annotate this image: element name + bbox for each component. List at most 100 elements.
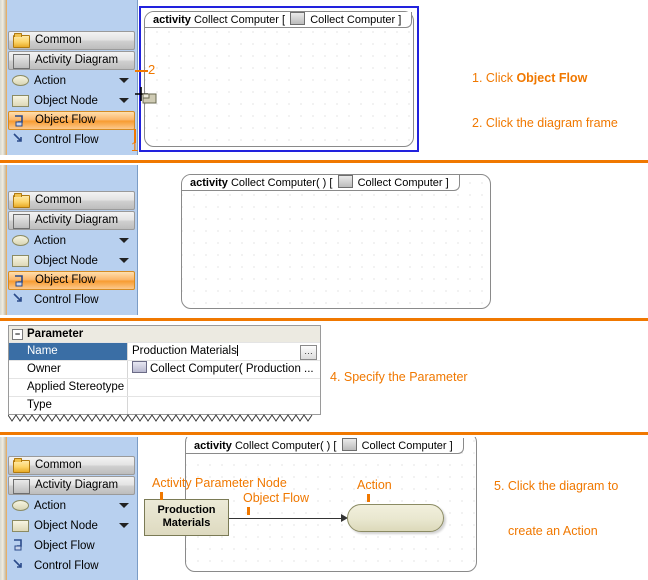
chevron-down-icon[interactable]	[119, 258, 129, 263]
action-shape[interactable]	[347, 504, 444, 532]
annotation-text: 4. Specify the Parameter	[330, 370, 468, 384]
palette-item-activity-diagram[interactable]: Activity Diagram	[8, 476, 135, 495]
browse-button[interactable]: …	[300, 345, 317, 360]
activity-diagram-frame-2[interactable]: activity Collect Computer( ) [ Collect C…	[181, 174, 491, 309]
palette-item-object-flow[interactable]: Object Flow	[8, 271, 135, 290]
palette-item-control-flow[interactable]: Control Flow	[8, 290, 135, 310]
palette-item-label: Activity Diagram	[35, 54, 119, 66]
parameter-node-label-line2: Materials	[162, 517, 211, 529]
palette-rail	[0, 437, 7, 580]
table-row[interactable]: Owner Collect Computer( Production ...	[9, 361, 320, 379]
frame-keyword: activity	[153, 14, 191, 26]
table-title: Parameter	[27, 328, 84, 340]
parameter-property-table[interactable]: − Parameter Name Production Materials … …	[8, 325, 321, 415]
palette-item-activity-diagram[interactable]: Activity Diagram	[8, 51, 135, 70]
callout-tick	[160, 492, 163, 500]
palette-item-common[interactable]: Common	[8, 31, 135, 50]
folder-icon	[13, 458, 30, 473]
control-flow-icon	[12, 292, 29, 307]
chevron-down-icon[interactable]	[119, 503, 129, 508]
palette-toolbar-1[interactable]: Common Activity Diagram Action Object No…	[0, 0, 138, 155]
palette-item-activity-diagram[interactable]: Activity Diagram	[8, 211, 135, 230]
diagram-selection-border	[139, 6, 419, 152]
activity-diagram-icon	[337, 175, 353, 188]
step-number-1: 1	[131, 139, 139, 154]
callout-object-flow: Object Flow	[243, 491, 309, 505]
palette-item-control-flow[interactable]: Control Flow	[8, 556, 135, 576]
activity-diagram-frame-3[interactable]: activity Collect Computer( ) [ Collect C…	[185, 437, 477, 572]
property-value-applied-stereotype[interactable]	[129, 379, 320, 396]
palette-item-object-node[interactable]: Object Node	[8, 91, 135, 111]
panel-divider-3	[0, 432, 648, 435]
panel-step-1-2: Common Activity Diagram Action Object No…	[0, 0, 648, 155]
property-value-type[interactable]	[129, 397, 320, 414]
frame-header-3: activity Collect Computer( ) [ Collect C…	[186, 438, 464, 454]
panel-step-3: Common Activity Diagram Action Object No…	[0, 165, 648, 315]
annotation-step-4: 4. Specify the Parameter	[330, 340, 468, 415]
chevron-down-icon[interactable]	[119, 238, 129, 243]
palette-toolbar-3[interactable]: Common Activity Diagram Action Object No…	[0, 437, 138, 580]
activity-diagram-icon	[13, 54, 30, 69]
collapse-icon[interactable]: −	[12, 329, 23, 340]
activity-diagram-icon	[341, 438, 357, 451]
chevron-down-icon[interactable]	[119, 78, 129, 83]
palette-item-label: Object Node	[34, 520, 98, 532]
palette-item-common[interactable]: Common	[8, 456, 135, 475]
panel-step-4: − Parameter Name Production Materials … …	[0, 322, 648, 430]
property-value-owner[interactable]: Collect Computer( Production ...	[129, 361, 320, 378]
frame-keyword: activity	[194, 440, 232, 452]
palette-item-common[interactable]: Common	[8, 191, 135, 210]
annotation-text: 5. Click the diagram to	[494, 479, 619, 493]
palette-item-object-flow[interactable]: Object Flow	[8, 111, 135, 130]
property-name: Owner	[9, 361, 128, 378]
table-row[interactable]: Applied Stereotype	[9, 379, 320, 397]
property-value-name[interactable]: Production Materials	[129, 343, 320, 360]
palette-toolbar-2[interactable]: Common Activity Diagram Action Object No…	[0, 165, 138, 315]
annotation-step-1-2: 1. Click Object Flow 2. Click the diagra…	[472, 41, 618, 155]
property-name: Type	[9, 397, 128, 414]
palette-item-action[interactable]: Action	[8, 231, 135, 251]
panel-divider-2	[0, 318, 648, 321]
palette-item-label: Activity Diagram	[35, 214, 119, 226]
object-flow-icon	[12, 538, 29, 553]
frame-keyword: activity	[190, 177, 228, 189]
palette-item-action[interactable]: Action	[8, 496, 135, 516]
activity-diagram-icon	[13, 479, 30, 494]
arrowhead-icon	[341, 514, 348, 522]
ellipse-icon	[12, 500, 29, 511]
annotation-step-5: 5. Click the diagram to create an Action	[494, 449, 618, 569]
object-flow-icon	[13, 274, 30, 289]
frame-name: Collect Computer [	[193, 14, 286, 26]
activity-diagram-frame-1[interactable]: activity Collect Computer [ Collect Comp…	[144, 11, 414, 147]
activity-icon	[132, 361, 147, 373]
callout-tick	[367, 494, 370, 502]
object-flow-edge[interactable]	[229, 518, 345, 519]
palette-item-label: Control Flow	[34, 560, 99, 572]
chevron-down-icon[interactable]	[119, 523, 129, 528]
palette-item-object-flow[interactable]: Object Flow	[8, 536, 135, 556]
chevron-down-icon[interactable]	[119, 98, 129, 103]
panel-divider-1	[0, 160, 648, 163]
control-flow-icon	[12, 558, 29, 573]
rectangle-icon	[12, 520, 29, 532]
palette-item-object-node[interactable]: Object Node	[8, 251, 135, 271]
table-row[interactable]: Type	[9, 397, 320, 414]
frame-tail: Collect Computer ]	[361, 440, 453, 452]
palette-item-label: Object Flow	[35, 274, 96, 286]
crosshair-cursor-icon	[135, 85, 165, 110]
palette-item-label: Activity Diagram	[35, 479, 119, 491]
palette-item-label: Action	[34, 500, 66, 512]
palette-item-action[interactable]: Action	[8, 71, 135, 91]
palette-item-control-flow[interactable]: Control Flow	[8, 130, 135, 150]
annotation-text: create an Action	[508, 524, 598, 538]
torn-edge-decoration	[8, 414, 313, 422]
table-row[interactable]: Name Production Materials …	[9, 343, 320, 361]
palette-item-object-node[interactable]: Object Node	[8, 516, 135, 536]
activity-diagram-icon	[290, 12, 306, 25]
palette-rail	[0, 165, 7, 315]
activity-parameter-node[interactable]: Production Materials	[144, 499, 229, 536]
step-tick-2	[135, 70, 148, 72]
owner-value-text: Collect Computer( Production ...	[150, 363, 314, 375]
step-number-2: 2	[148, 62, 156, 77]
frame-header-2: activity Collect Computer( ) [ Collect C…	[182, 175, 460, 191]
